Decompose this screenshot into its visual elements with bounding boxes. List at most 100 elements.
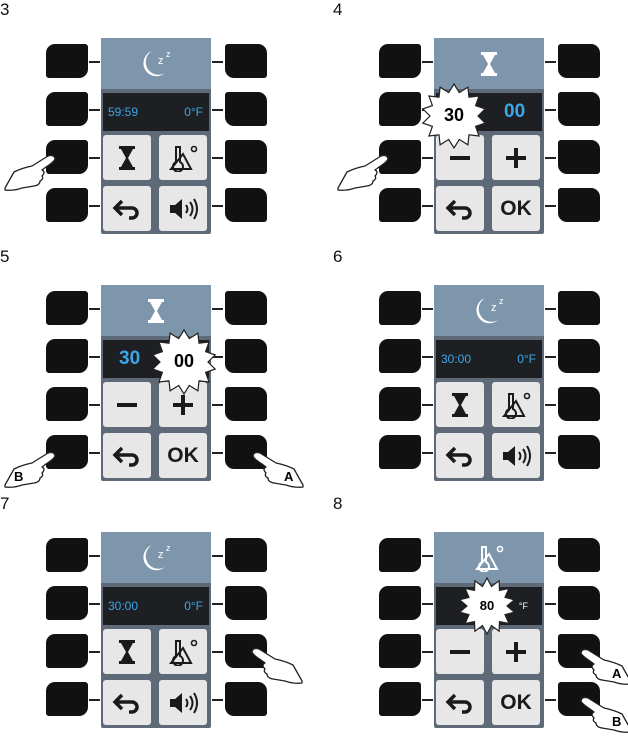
side-button-left-4[interactable]: [379, 188, 421, 222]
plus-icon: [171, 393, 195, 417]
side-button-right-3[interactable]: [558, 387, 600, 421]
key-ok[interactable]: OK: [492, 186, 540, 231]
side-button-left-4[interactable]: [379, 682, 421, 716]
side-button-left-4[interactable]: [379, 435, 421, 469]
side-button-right-1[interactable]: [225, 538, 267, 572]
svg-text:z: z: [158, 55, 164, 67]
connector-line: [89, 603, 100, 605]
side-button-left-1[interactable]: [46, 291, 88, 325]
step-number: 6: [333, 247, 343, 266]
side-button-left-3[interactable]: [379, 387, 421, 421]
side-button-left-1[interactable]: [46, 538, 88, 572]
side-button-left-1[interactable]: [379, 291, 421, 325]
side-button-right-2[interactable]: [225, 586, 267, 620]
key-ok[interactable]: OK: [492, 680, 540, 725]
side-button-left-3[interactable]: [379, 634, 421, 668]
plus-icon: [504, 640, 528, 664]
side-button-left-2[interactable]: [379, 339, 421, 373]
key-back-arrow[interactable]: [103, 680, 151, 725]
connector-line: [545, 205, 556, 207]
key-speaker[interactable]: [159, 186, 207, 231]
starburst-callout: 30: [421, 82, 487, 150]
connector-line: [422, 157, 433, 159]
side-button-right-1[interactable]: [558, 538, 600, 572]
ok-label: OK: [500, 196, 532, 220]
side-button-left-1[interactable]: [46, 44, 88, 78]
connector-line: [545, 157, 556, 159]
timer-readout: 59:59: [108, 105, 139, 119]
key-ok[interactable]: OK: [159, 433, 207, 478]
timer-value: 00: [504, 101, 526, 122]
key-plus[interactable]: [492, 629, 540, 674]
side-button-right-4[interactable]: [225, 682, 267, 716]
side-button-right-1[interactable]: [558, 291, 600, 325]
side-button-left-2[interactable]: [46, 339, 88, 373]
connector-line: [422, 699, 433, 701]
ok-label: OK: [500, 690, 532, 714]
side-button-right-1[interactable]: [558, 44, 600, 78]
connector-line: [89, 699, 100, 701]
step-number: 7: [0, 494, 10, 513]
side-button-right-2[interactable]: [558, 339, 600, 373]
side-button-left-2[interactable]: [46, 586, 88, 620]
side-button-left-3[interactable]: [46, 387, 88, 421]
pointing-hand-label-icon: B: [574, 690, 628, 741]
side-button-right-3[interactable]: [225, 387, 267, 421]
connector-line: [89, 651, 100, 653]
side-button-right-2[interactable]: [225, 92, 267, 126]
side-button-left-4[interactable]: [46, 682, 88, 716]
key-back-arrow[interactable]: [103, 433, 151, 478]
side-button-right-1[interactable]: [225, 291, 267, 325]
minus-icon: [448, 146, 472, 170]
side-button-right-4[interactable]: [558, 435, 600, 469]
callout-letter: B: [14, 469, 24, 484]
key-speaker[interactable]: [159, 680, 207, 725]
side-button-left-1[interactable]: [379, 44, 421, 78]
key-back-arrow[interactable]: [436, 680, 484, 725]
temperature-unit: °F: [518, 601, 528, 611]
side-button-left-4[interactable]: [46, 435, 88, 469]
connector-line: [89, 452, 100, 454]
side-button-left-3[interactable]: [46, 634, 88, 668]
connector-line: [422, 452, 433, 454]
key-temperature-probe[interactable]: [159, 135, 207, 180]
key-minus[interactable]: [436, 629, 484, 674]
key-temperature-probe[interactable]: [492, 382, 540, 427]
key-minus[interactable]: [103, 382, 151, 427]
key-plus[interactable]: [492, 135, 540, 180]
key-hourglass[interactable]: [436, 382, 484, 427]
side-button-right-3[interactable]: [225, 140, 267, 174]
side-button-left-2[interactable]: [379, 92, 421, 126]
side-button-left-2[interactable]: [46, 92, 88, 126]
hourglass-icon: [118, 145, 136, 171]
key-back-arrow[interactable]: [436, 186, 484, 231]
connector-line: [212, 555, 223, 557]
side-button-left-1[interactable]: [379, 538, 421, 572]
key-hourglass[interactable]: [103, 629, 151, 674]
key-hourglass[interactable]: [103, 135, 151, 180]
side-button-right-2[interactable]: [225, 339, 267, 373]
connector-line: [422, 308, 433, 310]
back-arrow-icon: [112, 445, 142, 467]
side-button-right-2[interactable]: [558, 92, 600, 126]
connector-line: [212, 109, 223, 111]
key-back-arrow[interactable]: [103, 186, 151, 231]
hourglass-icon: [118, 639, 136, 665]
speaker-icon: [167, 197, 199, 221]
key-temperature-probe[interactable]: [159, 629, 207, 674]
side-button-right-2[interactable]: [558, 586, 600, 620]
side-button-right-4[interactable]: [558, 188, 600, 222]
side-button-left-4[interactable]: [46, 188, 88, 222]
side-button-right-4[interactable]: [225, 188, 267, 222]
side-button-right-3[interactable]: [558, 140, 600, 174]
side-button-left-2[interactable]: [379, 586, 421, 620]
key-speaker[interactable]: [492, 433, 540, 478]
side-button-right-1[interactable]: [225, 44, 267, 78]
connector-line: [89, 308, 100, 310]
key-back-arrow[interactable]: [436, 433, 484, 478]
connector-line: [545, 603, 556, 605]
